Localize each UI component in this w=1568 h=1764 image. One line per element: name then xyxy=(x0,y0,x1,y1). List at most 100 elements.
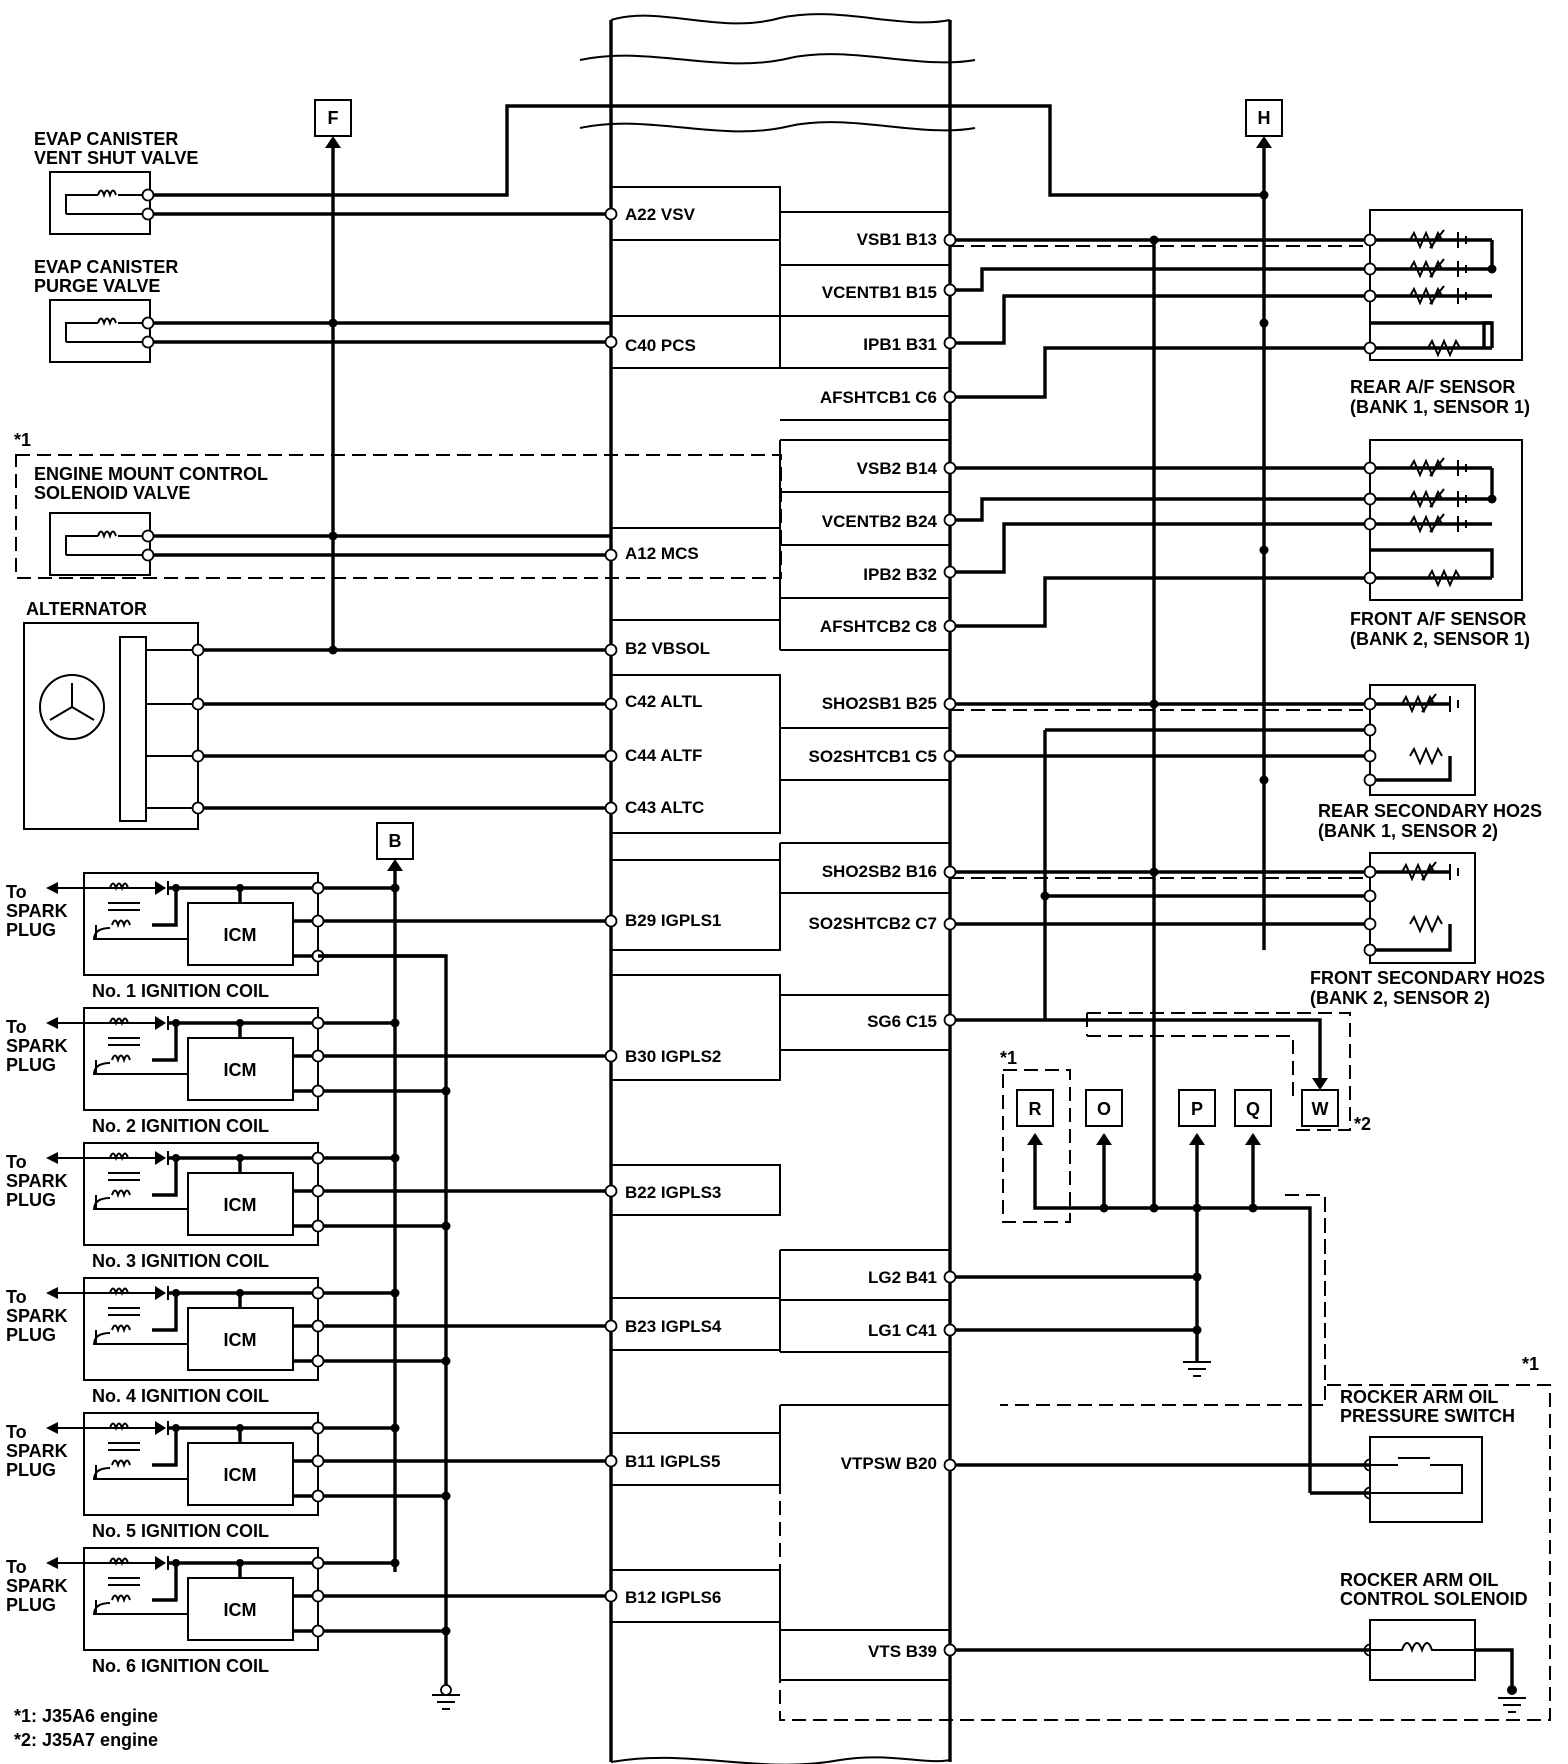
ecm-terminal xyxy=(604,1184,618,1198)
component-terminal xyxy=(191,697,205,711)
icm-label: ICM xyxy=(224,1330,257,1350)
sensor-terminal xyxy=(1363,461,1377,475)
pin-vtpsw-b20: VTPSW B20 xyxy=(841,1454,937,1473)
ecm-terminal xyxy=(943,619,957,633)
mark-j35a6-mount: *1 xyxy=(14,430,31,450)
alternator-stator-icon xyxy=(39,674,105,740)
rocker-switch-label-1: ROCKER ARM OIL xyxy=(1340,1387,1498,1407)
sensor-terminal xyxy=(1363,723,1377,737)
diode-icon xyxy=(155,881,166,895)
evap-vent-label-2: VENT SHUT VALVE xyxy=(34,148,198,168)
svg-text:PLUG: PLUG xyxy=(6,1460,56,1480)
ecm-terminal xyxy=(604,1319,618,1333)
connector-f: F xyxy=(314,99,352,148)
svg-text:PLUG: PLUG xyxy=(6,1325,56,1345)
component-terminal xyxy=(191,749,205,763)
pin-so2shtcb2-c7: SO2SHTCB2 C7 xyxy=(809,914,937,933)
ecm-terminal xyxy=(943,283,957,297)
ecm-terminal xyxy=(943,233,957,247)
note-j35a6: *1: J35A6 engine xyxy=(14,1706,158,1726)
icm-label: ICM xyxy=(224,1060,257,1080)
coil-icon xyxy=(97,189,117,199)
note-j35a7: *2: J35A7 engine xyxy=(14,1730,158,1750)
coil-icon xyxy=(111,1459,131,1469)
ecm-terminal xyxy=(943,1270,957,1284)
pin-lg2-b41: LG2 B41 xyxy=(868,1268,937,1287)
ecm-terminals xyxy=(141,188,957,1657)
mark-j35a6-rocker: *1 xyxy=(1522,1354,1539,1374)
diode-icon xyxy=(155,1016,166,1030)
rocker-arm-pressure-switch: ROCKER ARM OIL PRESSURE SWITCH xyxy=(950,1387,1515,1523)
mark-j35a6-r: *1 xyxy=(1000,1048,1017,1068)
sensor-terminal xyxy=(1363,749,1377,763)
pin-vcentb1-b15: VCENTB1 B15 xyxy=(822,283,937,302)
svg-text:SPARK: SPARK xyxy=(6,1036,68,1056)
ecm-terminal xyxy=(604,1454,618,1468)
connector-b: B xyxy=(376,822,414,871)
connector-r: R xyxy=(1016,1089,1054,1127)
pin-b23-igpls4: B23 IGPLS4 xyxy=(625,1317,722,1336)
pin-lg1-c41: LG1 C41 xyxy=(868,1321,937,1340)
ecm-terminal xyxy=(604,801,618,815)
pin-sho2sb1-b25: SHO2SB1 B25 xyxy=(822,694,937,713)
rear-af-label-1: REAR A/F SENSOR xyxy=(1350,377,1515,397)
mount-label-2: SOLENOID VALVE xyxy=(34,483,190,503)
rear-secondary-ho2s: REAR SECONDARY HO2S (BANK 1, SENSOR 2) xyxy=(1318,684,1542,841)
to-spark-plug-label: To xyxy=(6,1017,27,1037)
ecm-terminal xyxy=(604,749,618,763)
ecm-terminal xyxy=(943,565,957,579)
pin-c43-altc: C43 ALTC xyxy=(625,798,704,817)
front-af-sensor: FRONT A/F SENSOR (BANK 2, SENSOR 1) xyxy=(1350,439,1530,649)
connector-w: W xyxy=(1301,1089,1339,1127)
evap-purge-valve: EVAP CANISTER PURGE VALVE xyxy=(34,257,178,363)
sensing-cell-icon xyxy=(1409,285,1467,306)
icm-label: ICM xyxy=(224,1465,257,1485)
sensor-terminal xyxy=(1363,917,1377,931)
ecm-terminal xyxy=(943,697,957,711)
sensor-terminal xyxy=(1363,943,1377,957)
to-spark-plug-label: To xyxy=(6,1287,27,1307)
ecm-terminal xyxy=(604,914,618,928)
coil-icon xyxy=(97,530,117,540)
pin-c44-altf: C44 ALTF xyxy=(625,746,702,765)
svg-text:PLUG: PLUG xyxy=(6,1595,56,1615)
component-terminal xyxy=(141,335,155,349)
pin-sg6-c15: SG6 C15 xyxy=(867,1012,937,1031)
pin-afshtcb2-c8: AFSHTCB2 C8 xyxy=(820,617,937,636)
coil-icon xyxy=(109,1152,129,1162)
coil-icon xyxy=(109,1287,129,1297)
evap-purge-label-1: EVAP CANISTER xyxy=(34,257,178,277)
ecm-terminal xyxy=(943,1643,957,1657)
sensor-terminal xyxy=(1363,697,1377,711)
diode-icon xyxy=(155,1286,166,1300)
left-wiring xyxy=(148,104,1264,810)
ecm-left-pin-labels: A22 VSV C40 PCS A12 MCS B2 VBSOL C42 ALT… xyxy=(625,205,722,1607)
rocker-solenoid-label-2: CONTROL SOLENOID xyxy=(1340,1589,1528,1609)
connector-h: H xyxy=(1245,99,1283,148)
svg-text:Q: Q xyxy=(1246,1099,1260,1119)
pin-vsb2-b14: VSB2 B14 xyxy=(857,459,938,478)
ecm-terminal xyxy=(604,1049,618,1063)
front-af-label-2: (BANK 2, SENSOR 1) xyxy=(1350,629,1530,649)
front-secondary-ho2s: FRONT SECONDARY HO2S (BANK 2, SENSOR 2) xyxy=(1310,852,1545,1008)
ignition-coil-label: No. 5 IGNITION COIL xyxy=(92,1521,269,1541)
svg-text:P: P xyxy=(1191,1099,1203,1119)
icm-label: ICM xyxy=(224,925,257,945)
icm-label: ICM xyxy=(224,1195,257,1215)
svg-text:PLUG: PLUG xyxy=(6,1055,56,1075)
coil-icon xyxy=(111,1054,131,1064)
pin-b12-igpls6: B12 IGPLS6 xyxy=(625,1588,721,1607)
component-terminal xyxy=(141,188,155,202)
ecm-terminal xyxy=(943,1323,957,1337)
pin-ipb1-b31: IPB1 B31 xyxy=(863,335,937,354)
pin-b2-vbsol: B2 VBSOL xyxy=(625,639,710,658)
component-terminal xyxy=(141,316,155,330)
pin-vts-b39: VTS B39 xyxy=(868,1642,937,1661)
sensor-wiring xyxy=(950,145,1497,1208)
connector-o: O xyxy=(1085,1089,1123,1127)
front-ho2s-label-2: (BANK 2, SENSOR 2) xyxy=(1310,988,1490,1008)
evap-vent-label-1: EVAP CANISTER xyxy=(34,129,178,149)
